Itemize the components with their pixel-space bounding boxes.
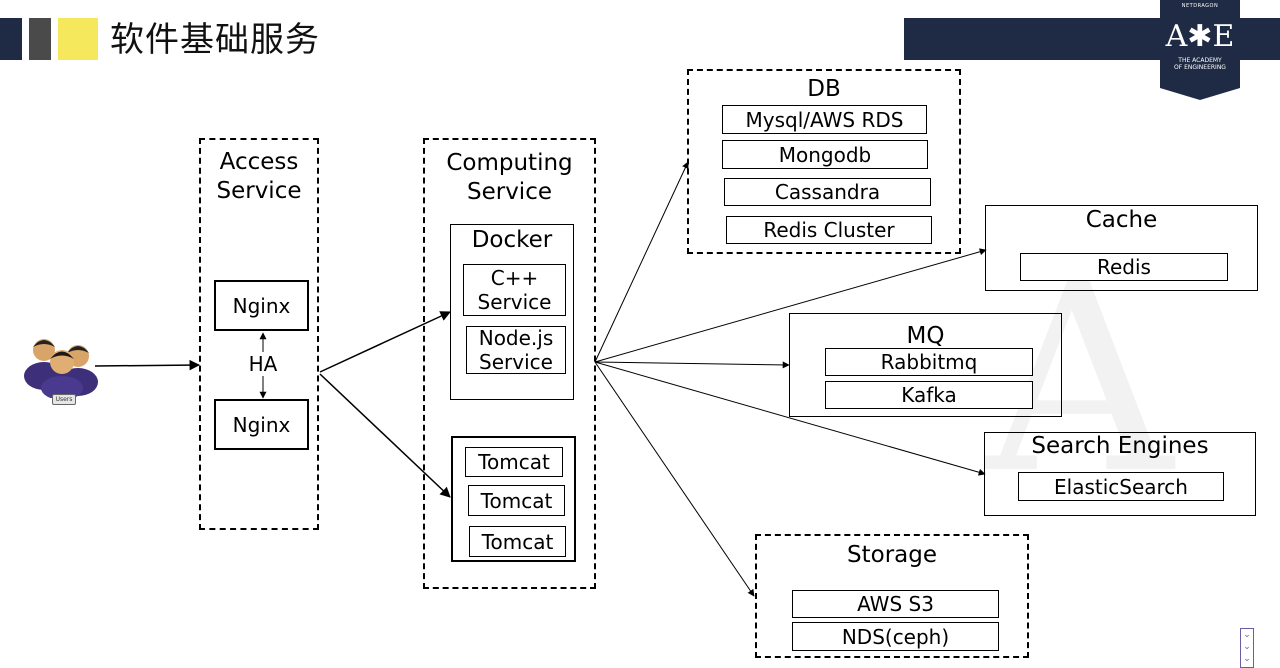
- header-gray-bar: [29, 18, 51, 60]
- logo-sub-line2: OF ENGINEERING: [1174, 64, 1226, 71]
- arrow-compute-to-mq: [594, 361, 790, 369]
- nodejs-service-box: Node.js Service: [466, 326, 566, 374]
- page-title: 软件基础服务: [110, 20, 320, 60]
- search-engines-label: Search Engines: [1031, 433, 1209, 459]
- storage-group: Storage: [755, 534, 1029, 658]
- cache-group: Cache: [985, 205, 1258, 291]
- access-service-group: Access Service: [199, 138, 319, 530]
- db-item-cassandra: Cassandra: [724, 178, 931, 206]
- academy-logo: NETDRAGON A✱E THE ACADEMY OF ENGINEERING: [1160, 0, 1240, 100]
- computing-service-group: Computing Service: [423, 138, 596, 589]
- search-engines-group: Search Engines: [984, 432, 1256, 516]
- users-label: Users: [52, 394, 76, 405]
- nginx-secondary: Nginx: [214, 399, 309, 450]
- arrow-compute-to-storage: [594, 361, 755, 597]
- header-yellow-bar: [58, 18, 98, 60]
- mq-group: MQ: [789, 313, 1062, 417]
- docker-label: Docker: [471, 227, 553, 253]
- mq-item-kafka: Kafka: [825, 381, 1033, 409]
- access-service-label: Access Service: [216, 149, 302, 204]
- db-item-mongodb: Mongodb: [722, 140, 928, 169]
- storage-item-nds-ceph: NDS(ceph): [792, 622, 999, 651]
- db-group: DB: [687, 69, 961, 254]
- slide-nav-indicator[interactable]: ⌄⌄⌄: [1240, 628, 1254, 668]
- db-item-mysql: Mysql/AWS RDS: [722, 105, 927, 134]
- docker-group: Docker: [450, 224, 574, 400]
- storage-label: Storage: [847, 542, 937, 568]
- arrow-users-to-access: [94, 359, 201, 371]
- search-item-elasticsearch: ElasticSearch: [1018, 472, 1224, 501]
- db-item-redis-cluster: Redis Cluster: [726, 216, 932, 244]
- nginx-primary: Nginx: [214, 280, 309, 331]
- computing-service-label: Computing Service: [446, 150, 573, 205]
- cache-item-redis: Redis: [1020, 253, 1228, 281]
- db-label: DB: [807, 76, 841, 102]
- tomcat-box-2: Tomcat: [468, 485, 565, 516]
- storage-item-aws-s3: AWS S3: [792, 590, 999, 618]
- header-left-dark-bar: [0, 18, 22, 60]
- logo-mark: A✱E: [1165, 19, 1235, 54]
- cpp-service-box: C++ Service: [463, 264, 566, 316]
- tomcat-group: [451, 436, 576, 562]
- logo-top-text: NETDRAGON: [1181, 3, 1219, 9]
- ha-label: HA: [238, 352, 288, 376]
- tomcat-box-3: Tomcat: [469, 526, 566, 557]
- logo-sub-line1: THE ACADEMY: [1178, 57, 1222, 64]
- users-icon: [24, 339, 98, 398]
- mq-label: MQ: [906, 323, 945, 349]
- tomcat-box-1: Tomcat: [465, 447, 563, 477]
- arrow-compute-to-db: [594, 161, 689, 363]
- cache-label: Cache: [1085, 207, 1158, 233]
- mq-item-rabbitmq: Rabbitmq: [825, 348, 1033, 376]
